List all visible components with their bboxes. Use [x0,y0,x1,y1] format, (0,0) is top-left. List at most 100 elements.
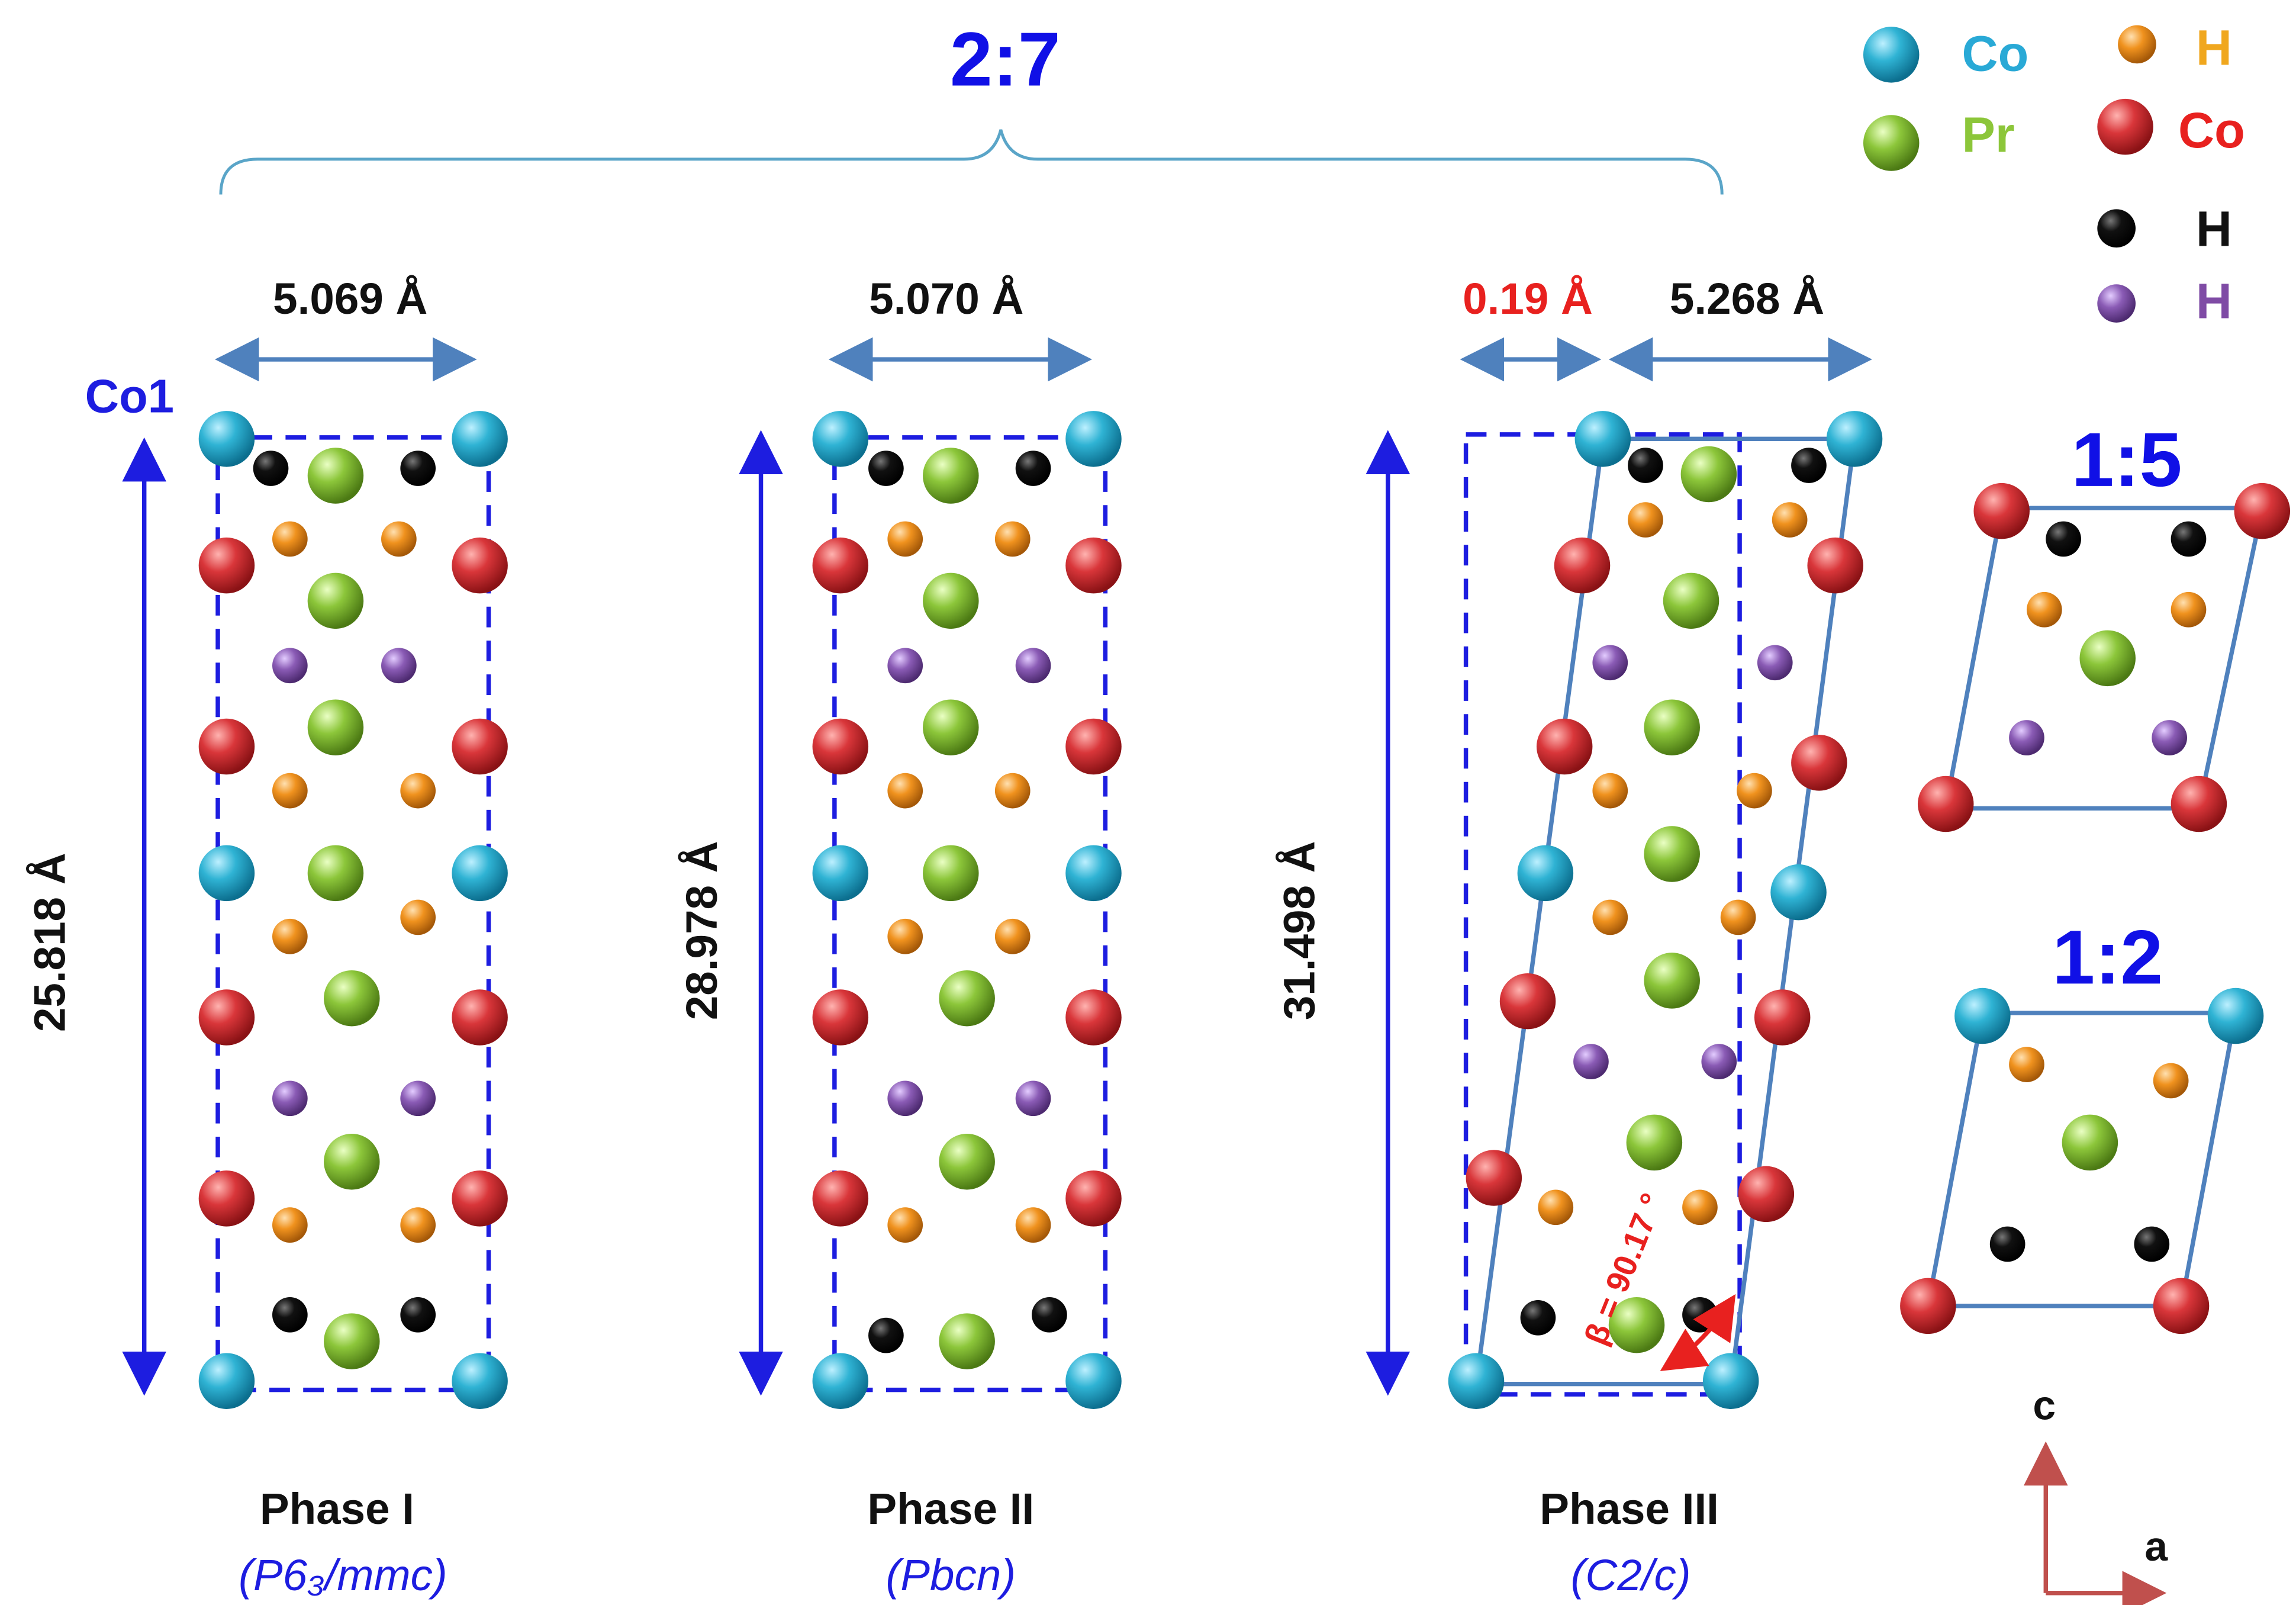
phase-ii-c-label: 28.978 Å [677,841,726,1020]
pr-atom [307,699,364,755]
co-red-atom [452,537,508,594]
h-black-atom [272,1297,308,1333]
h-purple-atom [887,1080,923,1117]
h-black-atom [2171,521,2207,557]
phase-ii-space-group: (Pbcn) [885,1550,1016,1600]
co-cyan-atom [1065,411,1122,467]
h-orange-atom [2009,1047,2044,1082]
h-purple-atom [400,1080,436,1117]
phase-ii-atoms [812,411,1122,1409]
co-red-atom [198,1170,255,1227]
ratio-1-5-atoms [1917,483,2291,832]
co-red-atom [2153,1278,2210,1334]
co-cyan-atom [1517,845,1574,902]
h-black-atom [1015,451,1051,486]
phase-i-atoms [198,411,508,1409]
co-red-atom [1917,776,1974,832]
h-orange-atom [1720,899,1756,935]
pr-atom [939,1313,995,1369]
co-cyan-atom [452,1353,508,1409]
pr-atom [939,970,995,1027]
pr-atom [1608,1297,1665,1353]
co-cyan-atom [452,411,508,467]
co-red-atom [2171,776,2227,832]
h-orange-atom [1682,1189,1718,1226]
co-red-atom [1065,718,1122,775]
h-orange-atom [400,899,436,935]
co-red-atom [1065,1170,1122,1227]
h-orange-atom [887,918,923,954]
phase-i-a-label: 5.069 Å [273,274,427,323]
co-cyan-atom [812,411,869,467]
co-cyan-atom [1770,864,1827,921]
h-orange-atom [2171,591,2207,628]
h-purple-atom [1015,648,1051,684]
legend-co-cyan-label: Co [1962,25,2029,82]
h-black-atom [400,1297,436,1333]
legend-h-black-marker [2097,209,2136,248]
h-orange-atom [272,918,308,954]
co-red-atom [1791,735,1847,791]
co-red-atom [1499,973,1556,1030]
ratio-2-7-label: 2:7 [950,17,1061,102]
phase-iii-atoms [1448,411,1883,1409]
h-purple-atom [1592,645,1628,681]
phase-iii-space-group: (C2/c) [1571,1550,1691,1600]
phase-iii-name: Phase III [1540,1484,1719,1533]
h-black-atom [2046,521,2081,557]
h-purple-atom [2009,720,2044,755]
h-black-atom [1628,448,1663,483]
h-purple-atom [1757,645,1793,681]
co-red-atom [452,718,508,775]
pr-atom [2062,1114,2118,1171]
h-purple-atom [2152,720,2187,755]
legend-h-purple-marker [2097,284,2136,323]
ratio-1-5-label: 1:5 [2072,417,2182,503]
pr-atom [1644,953,1700,1009]
h-black-atom [1989,1226,2025,1262]
co-red-atom [1536,718,1593,775]
ratio-1-2-atoms [1900,988,2264,1334]
h-orange-atom [994,918,1031,954]
co-red-atom [1738,1166,1795,1223]
co-red-atom [812,1170,869,1227]
phase-iii-offset-label: 0.19 Å [1463,274,1593,323]
co-cyan-atom [1702,1353,1759,1409]
pr-atom [1644,826,1700,882]
co-red-atom [2234,483,2291,539]
h-orange-atom [1592,899,1628,935]
co-red-atom [1807,537,1863,594]
co-red-atom [1973,483,2030,539]
phase-iii-a-label: 5.268 Å [1670,274,1824,323]
h-orange-atom [1538,1189,1574,1226]
phase-ii-structure: 5.070 Å 28.978 Å Phase II (Pbcn) [677,274,1122,1600]
h-purple-atom [272,1080,308,1117]
pr-atom [923,572,979,629]
h-orange-atom [400,1207,436,1243]
ratio-1-2-label: 1:2 [2052,915,2163,1000]
h-orange-atom [1592,773,1628,809]
pr-atom [324,1313,380,1369]
co-cyan-atom [452,845,508,902]
h-black-atom [1032,1297,1067,1333]
h-purple-atom [887,648,923,684]
h-orange-atom [272,1207,308,1243]
h-orange-atom [1628,502,1663,538]
co-cyan-atom [198,845,255,902]
legend-h-orange-label: H [2196,20,2232,76]
co-cyan-atom [1574,411,1631,467]
legend-h-black-label: H [2196,201,2232,257]
legend-pr-marker [1863,115,1920,171]
pr-atom [307,572,364,629]
beta-angle-arc [1660,1294,1736,1371]
co-red-atom [812,718,869,775]
axes-indicator: c a [2023,1382,2168,1605]
pr-atom [1644,699,1700,755]
ratio-brace [219,129,1724,195]
h-orange-atom [2153,1063,2189,1099]
phase-i-structure: 5.069 Å Co1 25.818 Å Phase I (P6₃/mmc) [24,274,508,1600]
pr-atom [324,1133,380,1190]
legend-co-red-marker [2097,98,2153,155]
co-cyan-atom [2207,988,2264,1044]
co-red-atom [1065,989,1122,1046]
